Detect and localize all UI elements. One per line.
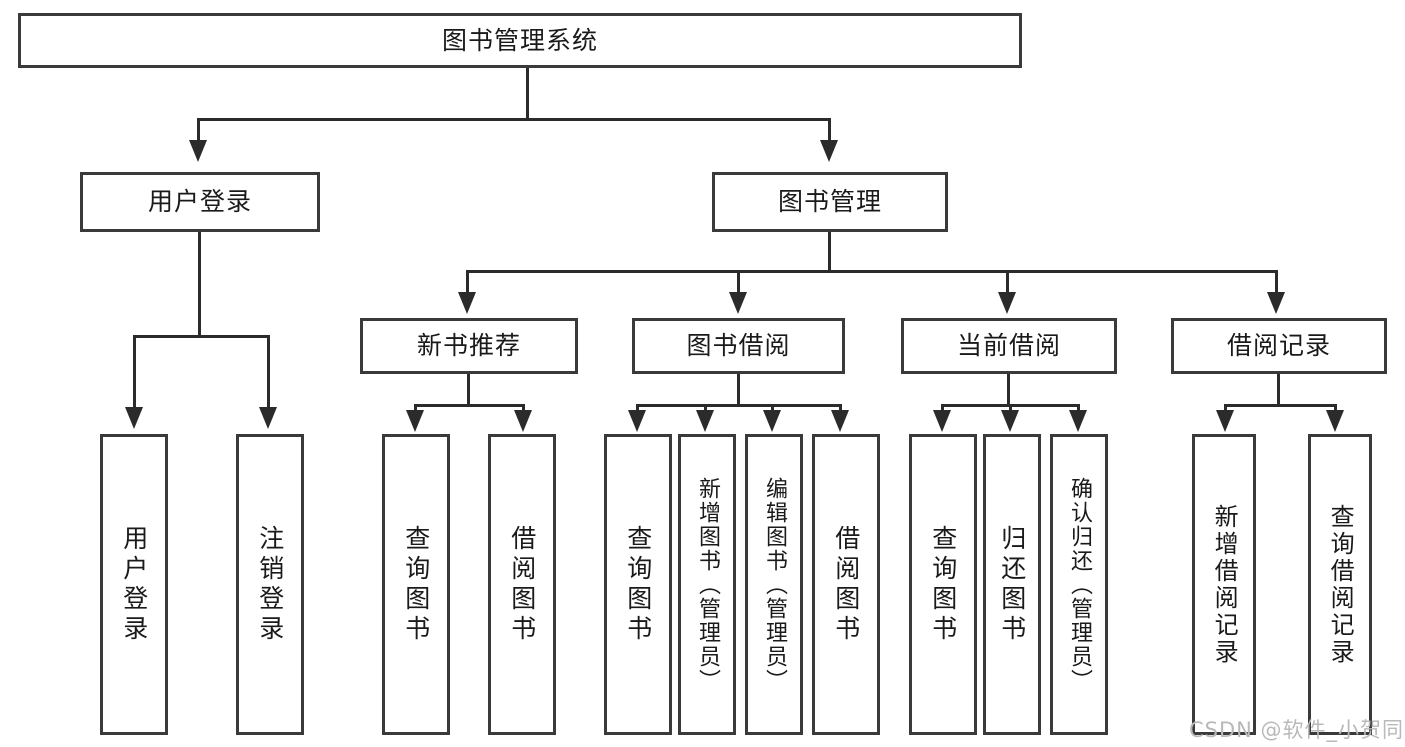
arrow-current-borrow-to-leaf-1 (933, 410, 951, 432)
node-label: 归还图书 (997, 524, 1027, 645)
node-label: 图书管理 (777, 187, 882, 216)
arrow-book-mgmt-to-current-borrow (998, 292, 1016, 314)
edge-book-mgmt-to-new-book (466, 270, 469, 292)
node-label: 新书推荐 (416, 331, 521, 360)
edge-new-book-bar (414, 404, 525, 407)
edge-borrow-record-stem (1277, 374, 1280, 404)
edge-root-stem (526, 68, 529, 118)
edge-book-mgmt-stem (828, 232, 831, 270)
leaf-borrow-record-1[interactable]: 新增借阅记录 (1192, 434, 1256, 735)
node-label: 借阅图书 (831, 524, 861, 645)
arrow-current-borrow-to-leaf-2 (1001, 410, 1019, 432)
node-label: 借阅记录 (1226, 331, 1331, 360)
edge-borrow-record-to-leaf-2 (1334, 404, 1337, 412)
leaf-current-borrow-3[interactable]: 确认归还（管理员） (1050, 434, 1108, 735)
edge-book-mgmt-to-current-borrow (1006, 270, 1009, 292)
node-label: 新增借阅记录 (1210, 503, 1239, 666)
node-user-login[interactable]: 用户登录 (80, 172, 320, 232)
leaf-new-book-recommend-2[interactable]: 借阅图书 (488, 434, 556, 735)
node-label: 用户登录 (119, 524, 149, 645)
edge-current-borrow-to-leaf-2 (1009, 404, 1012, 412)
edge-user-login-to-leaf-2 (267, 335, 270, 407)
node-book-management[interactable]: 图书管理 (712, 172, 948, 232)
leaf-user-login-2[interactable]: 注销登录 (236, 434, 304, 735)
leaf-book-borrow-2[interactable]: 新增图书（管理员） (678, 434, 736, 735)
edge-user-login-stem (198, 232, 201, 335)
edge-user-login-bar (133, 335, 270, 338)
arrow-book-mgmt-to-book-borrow (729, 292, 747, 314)
node-book-borrow[interactable]: 图书借阅 (632, 318, 845, 374)
leaf-current-borrow-1[interactable]: 查询图书 (909, 434, 977, 735)
leaf-current-borrow-2[interactable]: 归还图书 (983, 434, 1041, 735)
arrow-root-to-book-mgmt (820, 140, 838, 162)
edge-book-mgmt-to-borrow-record (1275, 270, 1278, 292)
node-label: 查询图书 (401, 524, 431, 645)
arrow-root-to-user-login (189, 140, 207, 162)
edge-root-bar (197, 118, 831, 121)
arrow-new-book-to-leaf-1 (406, 410, 424, 432)
edge-book-borrow-to-leaf-2 (704, 404, 707, 412)
arrow-book-borrow-to-leaf-3 (763, 410, 781, 432)
node-borrow-record[interactable]: 借阅记录 (1171, 318, 1387, 374)
edge-current-borrow-to-leaf-3 (1077, 404, 1080, 412)
node-new-book-recommend[interactable]: 新书推荐 (360, 318, 578, 374)
node-label: 查询借阅记录 (1326, 503, 1355, 666)
node-label: 注销登录 (255, 524, 285, 645)
arrow-book-mgmt-to-new-book (458, 292, 476, 314)
edge-book-borrow-to-leaf-1 (636, 404, 639, 412)
node-label: 编辑图书（管理员） (761, 476, 787, 693)
edge-borrow-record-bar (1224, 404, 1337, 407)
leaf-user-login-1[interactable]: 用户登录 (100, 434, 168, 735)
edge-book-borrow-stem (737, 374, 740, 404)
watermark-text: CSDN @软件_小贺同学 (1189, 718, 1405, 742)
edge-book-mgmt-bar (466, 270, 1278, 273)
arrow-user-login-to-leaf-2 (259, 407, 277, 429)
leaf-new-book-recommend-1[interactable]: 查询图书 (382, 434, 450, 735)
node-label: 当前借阅 (956, 331, 1061, 360)
leaf-book-borrow-1[interactable]: 查询图书 (604, 434, 672, 735)
node-label: 新增图书（管理员） (694, 476, 720, 693)
arrow-book-borrow-to-leaf-1 (628, 410, 646, 432)
arrow-user-login-to-leaf-1 (125, 407, 143, 429)
edge-user-login-to-leaf-1 (133, 335, 136, 407)
node-label: 借阅图书 (507, 524, 537, 645)
node-label: 查询图书 (928, 524, 958, 645)
edge-new-book-to-leaf-1 (414, 404, 417, 412)
edge-current-borrow-stem (1007, 374, 1010, 404)
leaf-book-borrow-4[interactable]: 借阅图书 (812, 434, 880, 735)
arrow-book-borrow-to-leaf-4 (831, 410, 849, 432)
leaf-borrow-record-2[interactable]: 查询借阅记录 (1308, 434, 1372, 735)
edge-current-borrow-to-leaf-1 (941, 404, 944, 412)
arrow-book-borrow-to-leaf-2 (696, 410, 714, 432)
arrow-current-borrow-to-leaf-3 (1069, 410, 1087, 432)
leaf-book-borrow-3[interactable]: 编辑图书（管理员） (745, 434, 803, 735)
node-current-borrow[interactable]: 当前借阅 (901, 318, 1117, 374)
arrow-borrow-record-to-leaf-2 (1326, 410, 1344, 432)
edge-borrow-record-to-leaf-1 (1224, 404, 1227, 412)
node-label: 用户登录 (147, 187, 252, 216)
arrow-book-mgmt-to-borrow-record (1267, 292, 1285, 314)
edge-root-to-user-login (197, 118, 200, 140)
node-root-library-system[interactable]: 图书管理系统 (18, 13, 1022, 68)
node-label: 图书借阅 (686, 331, 791, 360)
edge-book-borrow-to-leaf-3 (771, 404, 774, 412)
node-label: 查询图书 (623, 524, 653, 645)
arrow-borrow-record-to-leaf-1 (1216, 410, 1234, 432)
arrow-new-book-to-leaf-2 (514, 410, 532, 432)
edge-book-mgmt-to-book-borrow (737, 270, 740, 292)
node-label: 确认归还（管理员） (1066, 476, 1092, 693)
node-label: 图书管理系统 (441, 25, 598, 55)
edge-new-book-stem (467, 374, 470, 404)
edge-book-borrow-to-leaf-4 (839, 404, 842, 412)
edge-root-to-book-mgmt (828, 118, 831, 140)
edge-book-borrow-bar (636, 404, 842, 407)
edge-new-book-to-leaf-2 (522, 404, 525, 412)
